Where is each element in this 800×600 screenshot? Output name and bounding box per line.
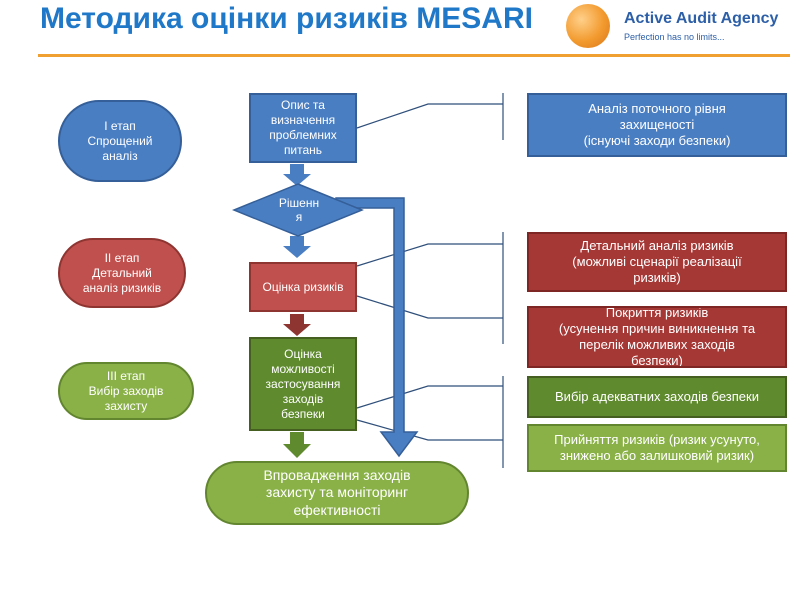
connector-apply-top [356, 385, 503, 409]
applicability-label: Оцінка можливості застосування заходів б… [265, 346, 341, 421]
logo-emblem-icon [566, 4, 610, 48]
outcome-4-label: Вибір адекватних заходів безпеки [555, 388, 759, 404]
decision-label: Рішенн я [256, 196, 342, 225]
stage-1: І етап Спрощений аналіз [58, 100, 182, 182]
decision-diamond [232, 183, 364, 237]
stage-1-label: І етап Спрощений аналіз [87, 118, 153, 163]
describe-label: Опис та визначення проблемних питань [269, 98, 337, 157]
implement-label: Впровадження заходів захисту та монітори… [263, 466, 411, 518]
arrow-describe-decision [283, 164, 311, 186]
outcome-select-measures: Вибір адекватних заходів безпеки [527, 376, 787, 418]
connector-describe [356, 103, 503, 129]
applicability-box: Оцінка можливості застосування заходів б… [249, 337, 357, 431]
outcome-risk-coverage: Покриття ризиків (усунення причин виникн… [527, 306, 787, 368]
stage-3-label: ІІІ етап Вибір заходів захисту [88, 368, 164, 413]
arrow-decision-assess [283, 236, 311, 258]
connector-assess-bottom [356, 295, 503, 319]
connector-apply-bottom [356, 419, 503, 441]
outcome-2-label: Детальний аналіз ризиків (можливі сценар… [572, 237, 742, 286]
stage-3: ІІІ етап Вибір заходів захисту [58, 362, 194, 420]
arrow-applicability-implement [283, 432, 311, 458]
describe-box: Опис та визначення проблемних питань [249, 93, 357, 163]
decision-text: Рішенн я [278, 196, 320, 225]
outcome-detailed-analysis: Детальний аналіз ризиків (можливі сценар… [527, 232, 787, 292]
assess-box: Оцінка ризиків [249, 262, 357, 312]
stage-2: ІІ етап Детальний аналіз ризиків [58, 238, 186, 308]
title-underline [38, 54, 790, 57]
arrow-assess-applicability [283, 314, 311, 336]
outcome-1-label: Аналіз поточного рівня захищеності (існу… [583, 100, 731, 149]
logo-name: Active Audit Agency [624, 10, 779, 27]
company-logo: Active Audit Agency Perfection has no li… [566, 4, 794, 50]
connector-assess-top [356, 243, 503, 267]
implement-box: Впровадження заходів захисту та монітори… [205, 461, 469, 525]
outcome-3-label: Покриття ризиків (усунення причин виникн… [558, 306, 756, 368]
stage-2-label: ІІ етап Детальний аналіз ризиків [82, 250, 162, 295]
page-title: Методика оцінки ризиків MESARI [40, 2, 533, 35]
outcome-current-level: Аналіз поточного рівня захищеності (існу… [527, 93, 787, 157]
outcome-risk-acceptance: Прийняття ризиків (ризик усунуто, знижен… [527, 424, 787, 472]
logo-tagline: Perfection has no limits... [624, 32, 725, 42]
bypass-arrow [335, 197, 419, 458]
assess-label: Оцінка ризиків [262, 279, 344, 294]
outcome-5-label: Прийняття ризиків (ризик усунуто, знижен… [554, 431, 760, 463]
